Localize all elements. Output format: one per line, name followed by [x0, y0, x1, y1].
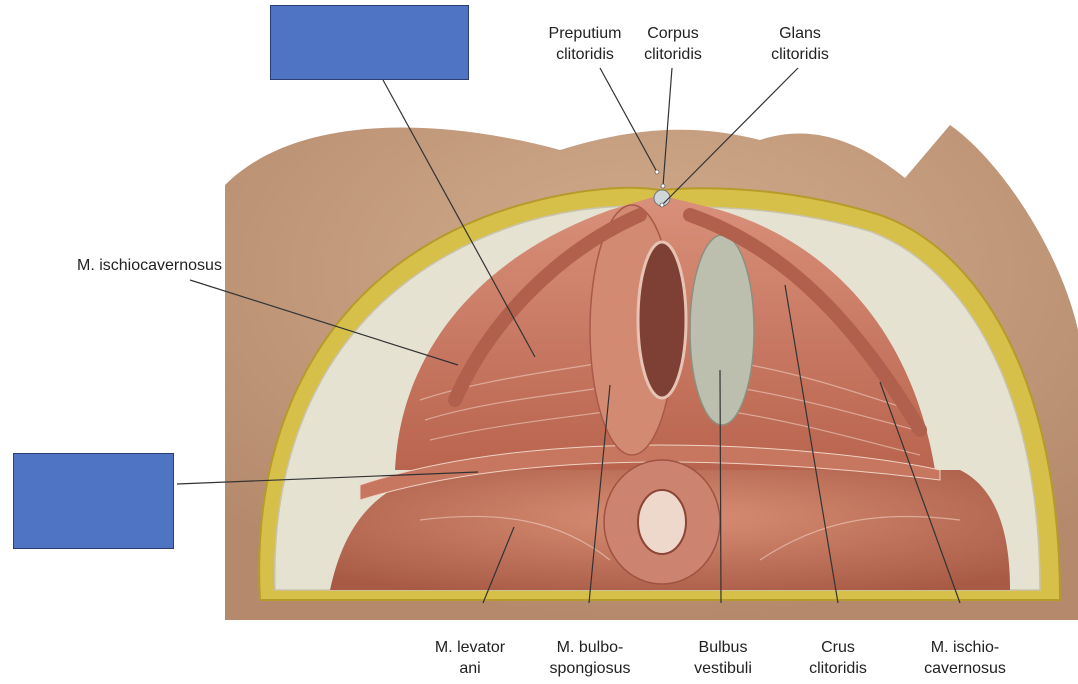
label-bulbus-vestibuli: Bulbus vestibuli [668, 637, 778, 679]
leader-line-ischio-right [879, 381, 961, 604]
leader-line-upper-box [382, 79, 536, 358]
label-preputium-line2: clitoridis [556, 46, 614, 63]
leader-line-ischio-left [189, 279, 459, 366]
label-corpus-clitoridis: Corpus clitoridis [608, 23, 738, 65]
label-corpus-line2: clitoridis [644, 46, 702, 63]
label-levator-ani: M. levator ani [415, 637, 525, 679]
bulbus-vestibuli-shape [689, 234, 755, 426]
leader-line-bulbo [588, 384, 611, 604]
label-preputium-line1: Preputium [548, 25, 622, 42]
leader-line-crus [784, 284, 839, 604]
label-preputium-clitoridis: Preputium clitoridis [510, 23, 660, 65]
label-ischio-right-line2: cavernosus [924, 660, 1006, 677]
label-glans-line1: Glans [779, 25, 821, 42]
label-bulbospongiosus: M. bulbo- spongiosus [530, 637, 650, 679]
label-crus-clitoridis: Crus clitoridis [783, 637, 893, 679]
label-ischiocavernosus-left: M. ischiocavernosus [77, 255, 222, 276]
blank-label-box-left[interactable] [13, 453, 174, 549]
label-levator-line1: M. levator [434, 639, 506, 656]
label-ischio-left-line1: M. ischiocavernosus [77, 257, 222, 274]
blank-label-box-upper[interactable] [270, 5, 469, 80]
leader-line-levator [482, 526, 515, 604]
ischiocavernosus-left-shape [448, 208, 647, 407]
label-bulbus-line2: vestibuli [694, 660, 752, 677]
ischiocavernosus-right-shape [683, 208, 927, 437]
label-glans-clitoridis: Glans clitoridis [735, 23, 865, 65]
label-bulbus-line1: Bulbus [698, 639, 748, 656]
label-ischio-right-line1: M. ischio- [930, 639, 1000, 656]
label-corpus-line1: Corpus [647, 25, 699, 42]
leader-dot-corpus [660, 183, 666, 189]
leader-dot-preputium [654, 169, 660, 175]
leader-line-glans [661, 67, 799, 206]
label-ischiocavernosus-right: M. ischio- cavernosus [905, 637, 1025, 679]
leader-line-preputium [599, 67, 658, 173]
label-bulbo-line2: spongiosus [549, 660, 631, 677]
leader-dot-glans [659, 202, 665, 208]
leader-line-bulbus [719, 369, 722, 604]
label-glans-line2: clitoridis [771, 46, 829, 63]
leader-line-left-box [176, 471, 479, 485]
label-levator-line2: ani [459, 660, 481, 677]
label-crus-line2: clitoridis [809, 660, 867, 677]
transverse-perineal-muscle [359, 444, 941, 501]
vestibule-opening [636, 240, 688, 400]
leader-line-corpus [662, 67, 673, 187]
label-bulbo-line1: M. bulbo- [556, 639, 624, 656]
anal-opening [637, 489, 687, 555]
label-crus-line1: Crus [821, 639, 855, 656]
